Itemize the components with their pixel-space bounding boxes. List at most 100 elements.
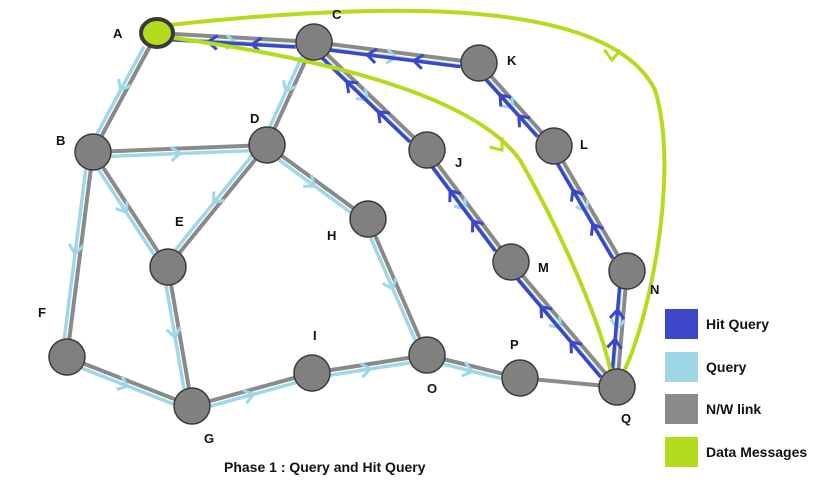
link-J-M <box>425 148 513 264</box>
link-D-E <box>166 143 269 269</box>
node-O <box>408 336 446 374</box>
node-K <box>460 44 498 82</box>
node-label-G: G <box>204 431 214 446</box>
node-label-I: I <box>313 328 317 343</box>
data-message-head-1 <box>603 48 622 63</box>
node-label-L: L <box>580 137 588 152</box>
node-Q <box>598 368 636 406</box>
query-head-G-I <box>242 388 256 405</box>
hit-query-head-Q-N-1 <box>608 307 626 321</box>
hit-query-Q-M <box>514 275 603 379</box>
legend-swatch-data-message <box>665 437 698 467</box>
hit-query-head-M-J-0 <box>471 219 485 233</box>
hit-query-head-L-K-1 <box>498 93 512 107</box>
node-label-M: M <box>538 260 549 275</box>
query-head-B-E <box>115 200 129 215</box>
legend-label-data-message: Data Messages <box>706 444 807 460</box>
hit-query-K-C <box>326 47 461 69</box>
query-head-O-P <box>461 361 475 378</box>
legend-label-hit-query: Hit Query <box>706 316 769 332</box>
data-message-via-j <box>166 35 613 374</box>
node-D <box>248 126 286 164</box>
node-label-O: O <box>427 381 437 396</box>
link-H-O <box>366 217 429 357</box>
hit-query-J-C <box>318 54 412 144</box>
diagram-caption: Phase 1 : Query and Hit Query <box>224 459 426 475</box>
hit-query-head-N-L-0 <box>589 222 604 236</box>
link-C-K <box>312 40 481 65</box>
hit-query-head-Q-N-0 <box>606 336 623 350</box>
query-head-C-D <box>281 79 297 94</box>
legend-swatch-link <box>665 394 698 424</box>
query-head-B-F <box>67 243 85 257</box>
node-label-P: P <box>510 337 519 352</box>
node-label-A: A <box>113 26 123 41</box>
legend-swatch-query <box>665 352 698 382</box>
node-C <box>295 23 333 61</box>
query-arrows <box>62 33 626 408</box>
legend-swatch-hit-query <box>665 309 698 339</box>
link-B-D <box>91 143 269 154</box>
legend-label-query: Query <box>706 359 747 375</box>
link-F-G <box>65 355 194 408</box>
link-I-O <box>310 353 429 375</box>
data-message-arrows <box>166 8 667 374</box>
query-head-D-E <box>212 191 226 205</box>
hit-query-head-K-C-0 <box>411 53 425 70</box>
node-I <box>293 354 331 392</box>
node-H <box>349 200 387 238</box>
query-head-F-G <box>116 375 130 391</box>
link-B-E <box>91 150 170 269</box>
hit-query-head-J-C-1 <box>345 80 359 94</box>
hit-query-N-L <box>554 160 615 260</box>
node-A <box>139 17 175 49</box>
node-label-D: D <box>250 111 259 126</box>
hit-query-head-M-J-1 <box>448 188 462 203</box>
node-label-H: H <box>327 228 336 243</box>
node-label-Q: Q <box>621 411 631 426</box>
node-label-J: J <box>455 155 462 170</box>
link-L-N <box>552 144 629 273</box>
node-labels: A B C D E F G H I J K L M N O P Q <box>38 7 659 446</box>
legend-label-link: N/W link <box>706 401 761 417</box>
hit-query-head-J-C-0 <box>376 110 390 124</box>
hit-query-head-Q-M-0 <box>569 340 583 354</box>
query-head-B-D <box>170 145 183 162</box>
node-label-N: N <box>650 282 659 297</box>
node-P <box>501 359 539 397</box>
node-label-K: K <box>507 53 517 68</box>
link-A-B <box>91 31 159 154</box>
query-head-H-O <box>382 277 398 292</box>
hit-query-M-J <box>429 163 497 253</box>
link-M-Q <box>509 260 619 389</box>
node-B <box>74 133 112 171</box>
link-C-J <box>312 40 429 152</box>
hit-query-Q-N <box>610 284 622 369</box>
node-label-F: F <box>38 305 46 320</box>
query-head-E-G <box>165 326 182 340</box>
node-label-B: B <box>56 133 65 148</box>
query-head-I-O <box>359 362 373 379</box>
hit-query-head-K-C-1 <box>364 47 378 64</box>
node-label-E: E <box>175 214 184 229</box>
network-nodes <box>48 17 646 425</box>
hit-query-L-K <box>482 76 539 138</box>
node-label-C: C <box>332 7 342 22</box>
query-head-D-H <box>303 174 317 188</box>
link-B-F <box>65 150 95 359</box>
node-M <box>492 243 530 281</box>
node-F <box>48 338 86 376</box>
node-N <box>608 252 646 290</box>
legend: Hit Query Query N/W link Data Messages <box>665 309 807 467</box>
link-A-C <box>155 31 316 44</box>
data-message-head-0 <box>489 137 504 152</box>
node-L <box>535 127 573 165</box>
data-message-top-right <box>168 8 667 374</box>
link-G-I <box>190 371 314 408</box>
hit-query-head-N-L-1 <box>569 188 585 202</box>
node-J <box>408 131 446 169</box>
node-G <box>173 387 211 425</box>
node-E <box>149 248 187 286</box>
link-E-G <box>166 265 194 408</box>
